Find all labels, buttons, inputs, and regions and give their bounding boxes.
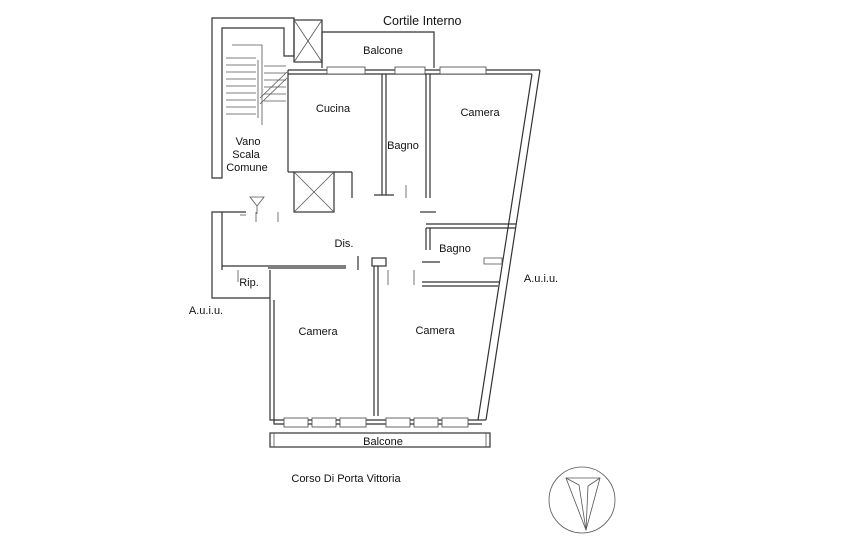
balcone-bottom-label: Balcone [363,436,403,448]
intercom-symbol [249,196,265,214]
balcony-top [321,31,435,68]
rip-label: Rip. [239,277,259,289]
cucina-label: Cucina [316,103,351,115]
dis-label: Dis. [335,238,354,250]
bagno-mid-label: Bagno [439,243,471,255]
auiu-left-label: A.u.i.u. [189,305,223,317]
camera-bottom-left-label: Camera [298,326,338,338]
windows-bottom [283,417,469,428]
cortile-label: Cortile Interno [383,14,462,28]
bagno-top-label: Bagno [387,140,419,152]
windows-top [326,66,487,75]
stair-treads [226,57,288,115]
shaft-middle [293,171,335,213]
outer-walls [211,69,541,425]
vano-label-line2: Scala [232,149,260,161]
vano-label-line1: Vano [236,136,261,148]
camera-top-right-label: Camera [460,107,500,119]
interior-walls [222,74,516,416]
shaft-top [293,19,323,63]
north-arrow-icon [548,466,616,534]
camera-bottom-right-label: Camera [415,325,455,337]
vano-label-line3: Comune [226,162,268,174]
auiu-right-label: A.u.i.u. [524,273,558,285]
balcony-bottom [269,432,491,448]
balcone-top-label: Balcone [363,45,403,57]
street-label: Corso Di Porta Vittoria [291,473,401,485]
